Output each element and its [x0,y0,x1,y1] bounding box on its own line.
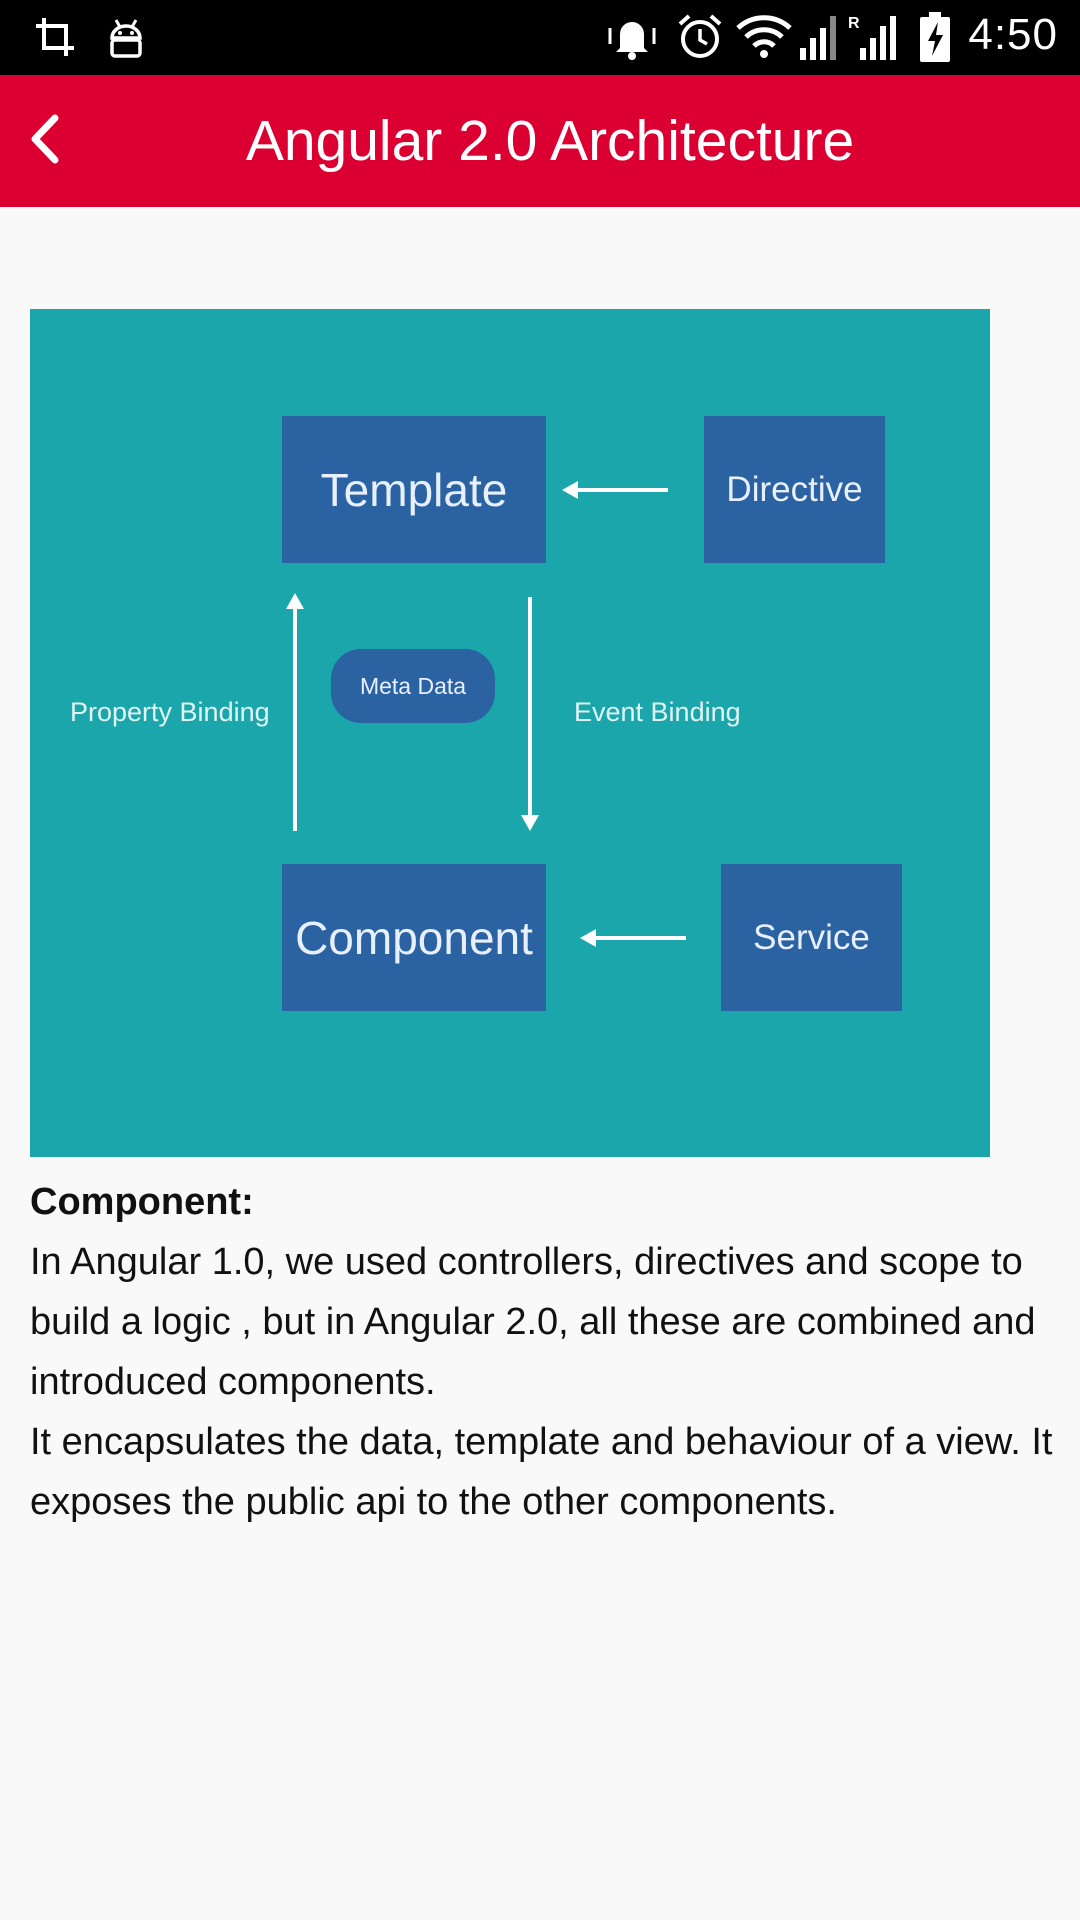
service-box: Service [721,864,902,1011]
template-box: Template [282,416,546,563]
chevron-left-icon [25,112,65,170]
meta-data-label: Meta Data [359,672,467,699]
page-title: Angular 2.0 Architecture [245,109,855,173]
template-label: Template [320,463,508,516]
component-box: Component [282,864,546,1011]
app-toolbar: Angular 2.0 Architecture [0,75,1080,207]
status-time: 4:50 [968,10,1058,59]
section-heading: Component: [30,1181,254,1223]
directive-label: Directive [726,469,863,509]
android-icon [104,16,148,64]
paragraph-2: It encapsulates the data, template and b… [30,1421,1053,1523]
status-bar: R 4:50 [0,0,1080,75]
architecture-diagram: Template Directive Component Service Met… [30,309,990,1157]
signal-icon [800,14,840,64]
svg-text:R: R [848,15,860,32]
meta-data-pill: Meta Data [331,649,495,723]
roaming-signal-icon: R [848,12,898,64]
back-button[interactable] [10,101,80,181]
battery-charging-icon [920,12,950,66]
diagram-arrows [286,481,686,947]
property-binding-label: Property Binding [70,697,270,727]
event-binding-label: Event Binding [574,697,741,727]
service-label: Service [753,917,870,957]
alarm-icon [676,12,724,66]
article-content: Component: In Angular 1.0, we used contr… [30,1172,1060,1532]
directive-box: Directive [704,416,885,563]
vibrate-icon [604,14,660,64]
wifi-icon [736,14,792,64]
paragraph-1: In Angular 1.0, we used controllers, dir… [30,1241,1036,1403]
crop-icon [34,16,76,62]
component-label: Component [295,911,533,964]
